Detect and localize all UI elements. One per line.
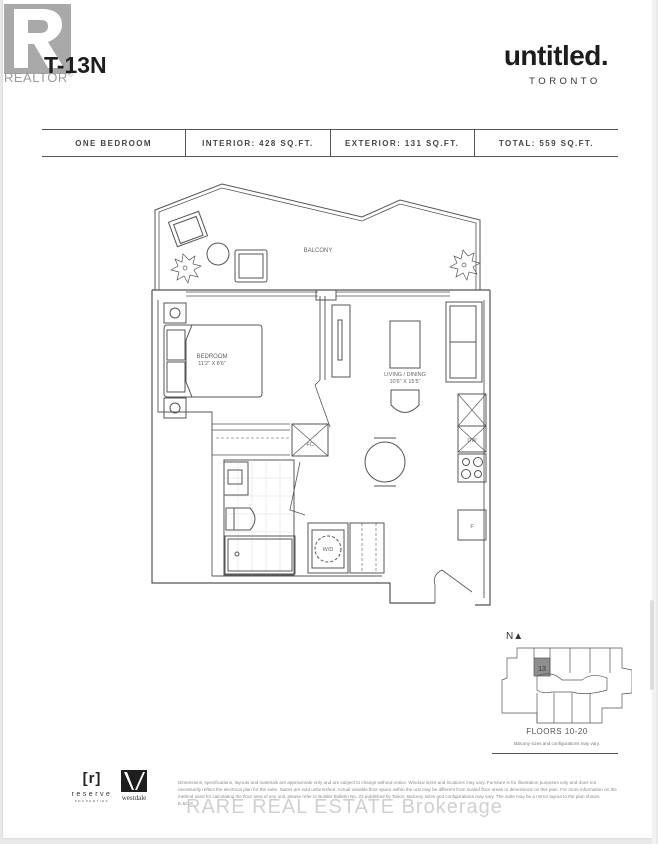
- westdale-mark-icon: [121, 770, 147, 792]
- svg-text:BALCONY: BALCONY: [304, 248, 333, 254]
- keyplan-note: Balcony sizes and configurations may var…: [514, 741, 600, 746]
- svg-text:FC: FC: [306, 442, 313, 448]
- spec-exterior: EXTERIOR: 131 SQ.FT.: [329, 130, 474, 156]
- listing-page: [3, 0, 653, 838]
- north-indicator: N▲: [506, 631, 524, 642]
- brand-city: TORONTO: [529, 76, 601, 87]
- svg-text:F: F: [470, 524, 474, 530]
- spec-interior: INTERIOR: 428 SQ.FT.: [185, 130, 329, 156]
- brand-name: untitled.: [503, 40, 609, 71]
- keyplan-map: 13: [501, 647, 632, 724]
- plant-icon: [170, 253, 202, 284]
- reserve-properties-logo: [r] reserve PROPERTIES: [71, 770, 113, 803]
- svg-text:13: 13: [538, 666, 546, 673]
- bedroom-label: BEDROOM: [196, 354, 227, 360]
- svg-text:DW: DW: [467, 438, 477, 444]
- divider: [492, 753, 618, 754]
- floors-label: FLOORS 10-20: [526, 727, 588, 736]
- floor-plan-drawing: BEDROOM 11'2" X 8'6" W/D LIV: [151, 183, 491, 606]
- scrollbar-thumb[interactable]: [650, 600, 654, 690]
- disclaimer-text: Dimensions, specifications, layouts and …: [178, 780, 617, 806]
- svg-text:11'2" X 8'6": 11'2" X 8'6": [198, 361, 226, 367]
- westdale-logo: westdale: [116, 770, 152, 802]
- svg-text:10'6" X 15'5": 10'6" X 15'5": [389, 379, 420, 385]
- unit-title: T-13N: [44, 52, 107, 78]
- realtor-logo-icon: [4, 4, 71, 74]
- brand-logo: untitled. TORONTO: [486, 40, 626, 88]
- realtor-label: REALTOR®: [4, 70, 74, 85]
- spec-type: ONE BEDROOM: [75, 138, 152, 148]
- floor-plan: BEDROOM 11'2" X 8'6" W/D LIV: [150, 180, 510, 610]
- scrollbar[interactable]: [650, 0, 656, 844]
- unit-spec-bar: ONE BEDROOM INTERIOR: 428 SQ.FT. EXTERIO…: [42, 129, 618, 157]
- spec-total: TOTAL: 559 SQ.FT.: [473, 130, 618, 156]
- svg-text:W/D: W/D: [323, 547, 334, 553]
- brokerage-watermark: RARE REAL ESTATE Brokerage: [186, 796, 503, 818]
- svg-text:LIVING / DINING: LIVING / DINING: [384, 372, 426, 378]
